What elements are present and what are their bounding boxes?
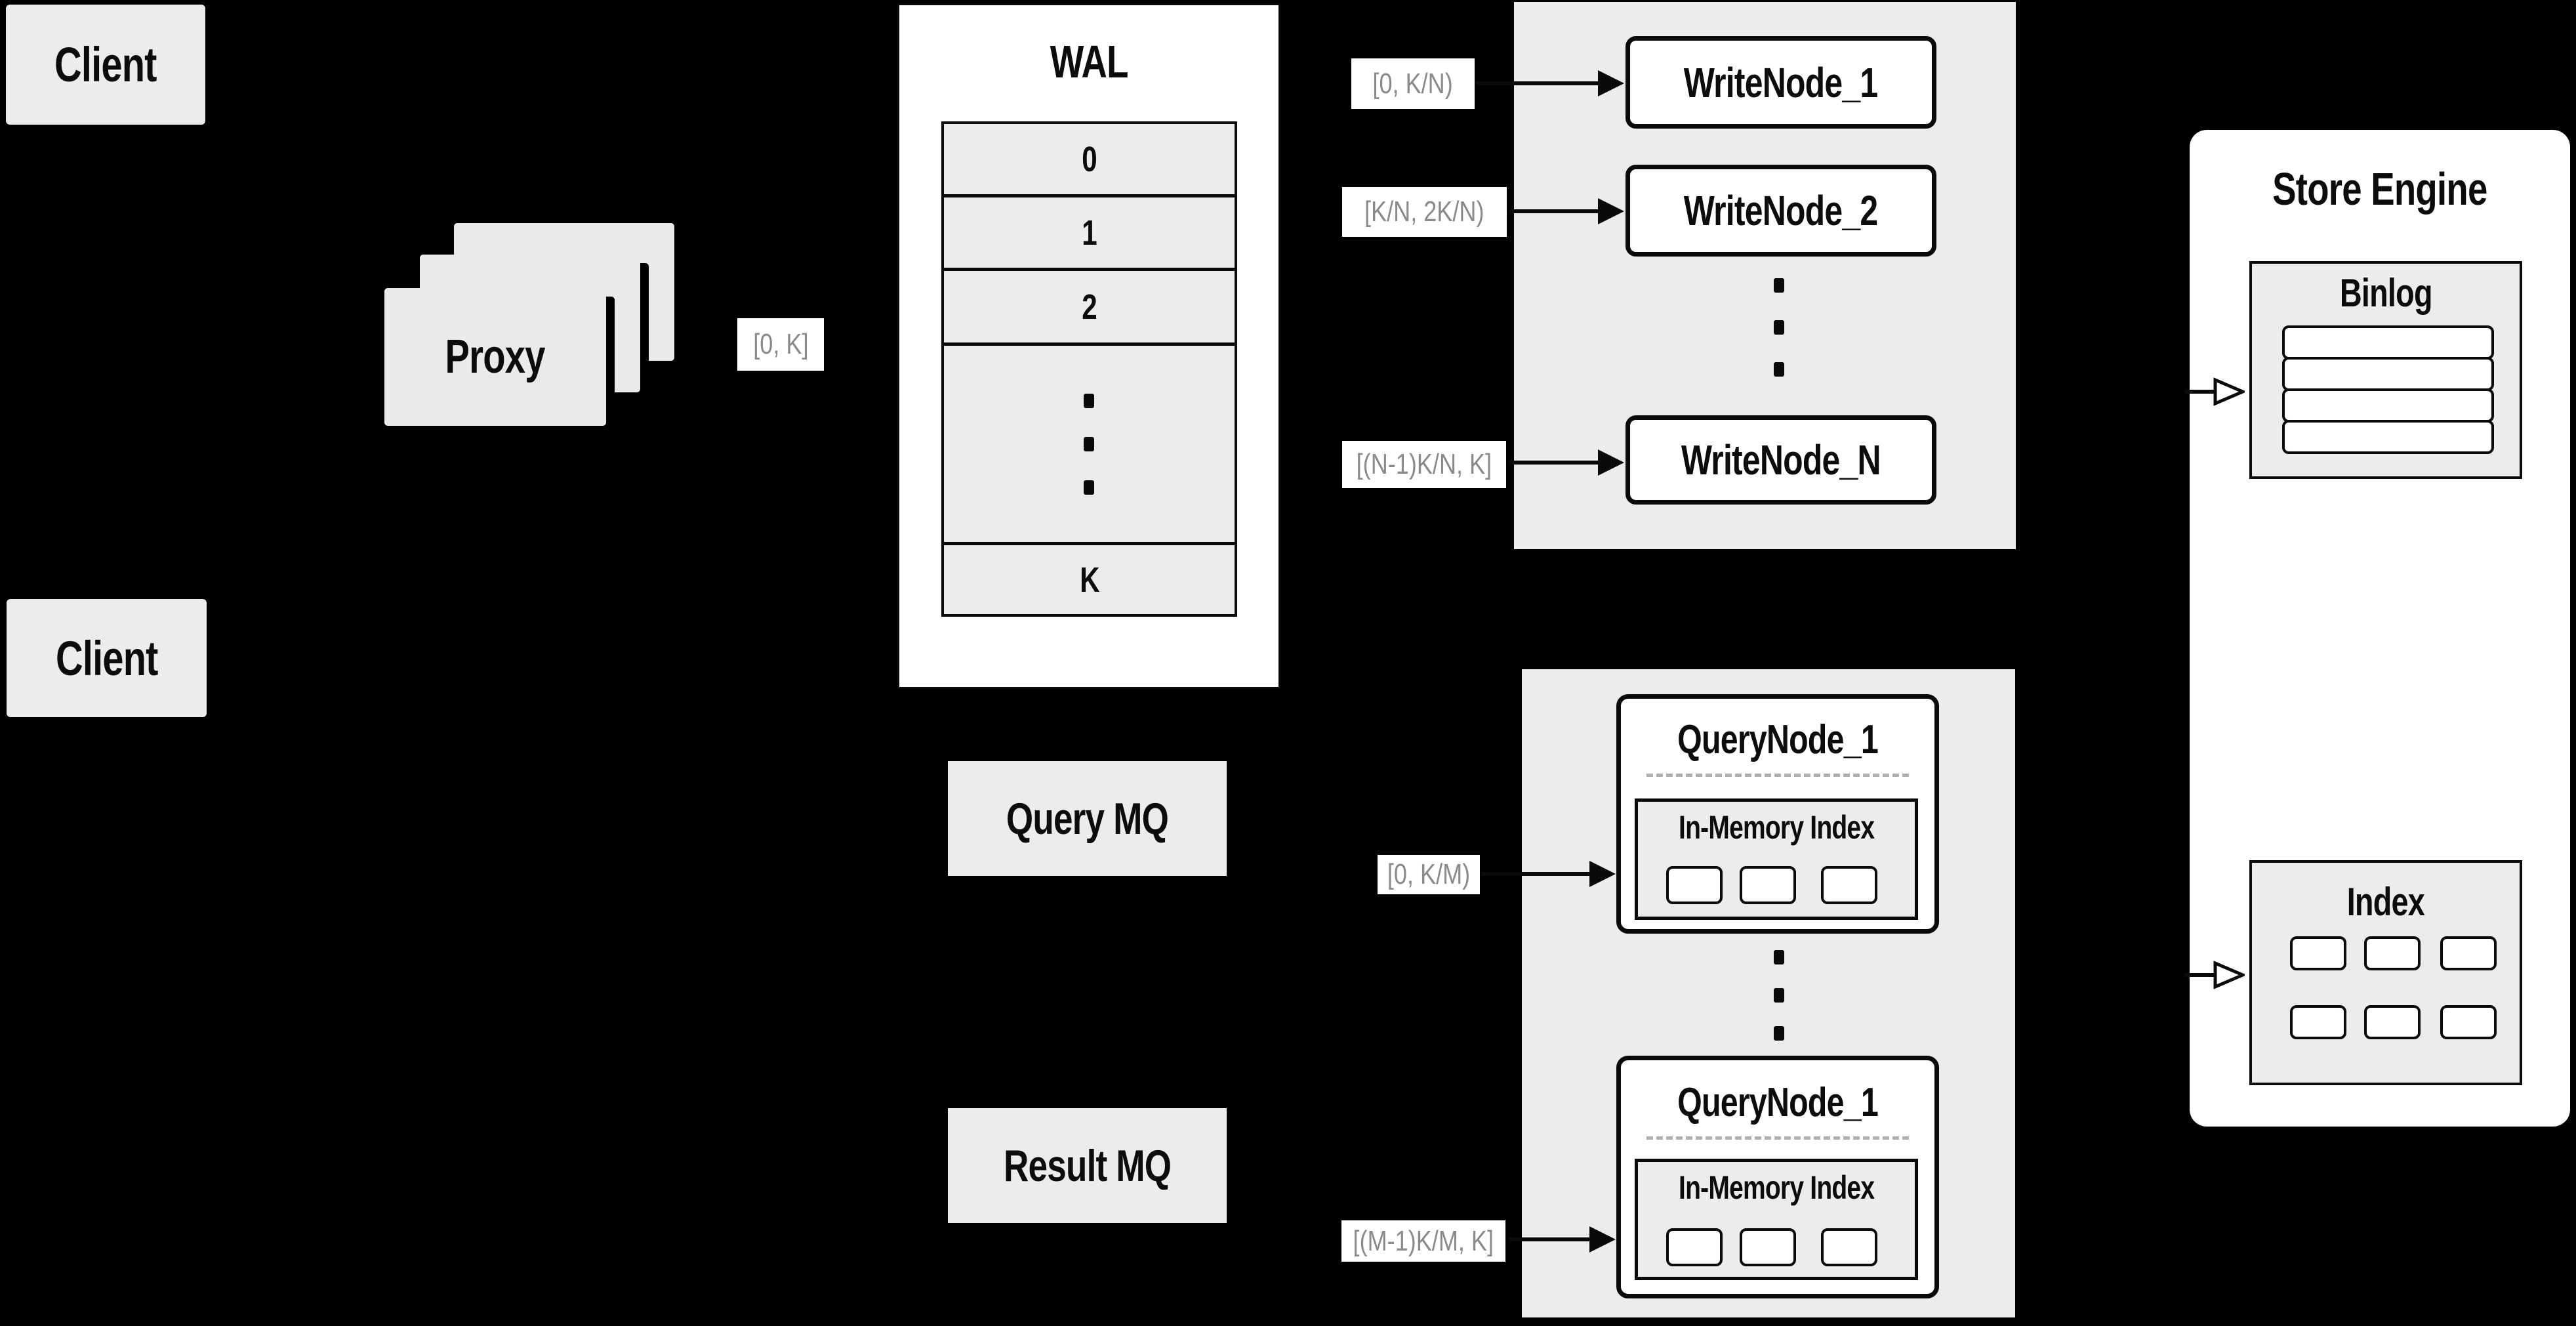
query-node-m-title: QueryNode_1 <box>1677 1080 1879 1125</box>
memory-segment <box>1666 1228 1723 1266</box>
wal-row-2: 2 <box>941 268 1237 345</box>
arrow-line <box>1481 872 1589 876</box>
index-cell <box>2364 936 2421 970</box>
write-node-2: WriteNode_2 <box>1625 165 1936 257</box>
arrow-line <box>1509 1237 1589 1241</box>
query-node-1-title: QueryNode_1 <box>1677 717 1879 762</box>
ellipsis-dot <box>1084 437 1094 451</box>
memory-segment <box>1740 1228 1796 1266</box>
memory-segment <box>1821 1228 1877 1266</box>
arrow-line <box>1476 81 1598 85</box>
in-memory-index-title: In-Memory Index <box>1678 1169 1875 1206</box>
arrow-line <box>2184 973 2215 977</box>
wal-row-0: 0 <box>941 121 1237 197</box>
index-title: Index <box>2346 879 2425 924</box>
wal-row-k: K <box>941 543 1237 617</box>
memory-segment <box>1821 866 1877 904</box>
in-memory-index-title: In-Memory Index <box>1678 809 1875 846</box>
write-node-n: WriteNode_N <box>1625 415 1936 505</box>
range-label-query-m: [(M-1)K/M, K] <box>1341 1220 1505 1262</box>
index-box <box>2249 860 2522 1085</box>
ellipsis-dot <box>1084 480 1094 495</box>
arrow-head-icon <box>1598 449 1624 476</box>
store-engine-title: Store Engine <box>2272 163 2487 215</box>
wal-row-1: 1 <box>941 195 1237 270</box>
query-mq-box: Query MQ <box>948 761 1227 876</box>
index-cell <box>2440 936 2497 970</box>
binlog-title: Binlog <box>2339 270 2433 315</box>
wal-title: WAL <box>1050 36 1129 87</box>
proxy-label: Proxy <box>445 331 546 383</box>
arrow-head-icon <box>1589 1226 1616 1253</box>
ellipsis-dot <box>1774 362 1784 377</box>
index-cell <box>2290 936 2346 970</box>
ellipsis-dot <box>1774 950 1784 964</box>
index-cell <box>2440 1005 2497 1039</box>
range-label-0-k: [0, K] <box>737 318 824 371</box>
ellipsis-dot <box>1774 320 1784 335</box>
proxy-stack-front: Proxy <box>384 288 606 426</box>
memory-segment <box>1666 866 1723 904</box>
client-box-top: Client <box>6 5 205 125</box>
range-label-query-1: [0, K/M) <box>1378 855 1480 894</box>
memory-segment <box>1740 866 1796 904</box>
index-cell <box>2364 1005 2421 1039</box>
arrow-line <box>1509 461 1598 465</box>
client-label: Client <box>55 631 158 686</box>
binlog-slot <box>2282 325 2494 360</box>
hollow-arrow-head-icon <box>2213 377 2245 406</box>
binlog-slot <box>2282 388 2494 423</box>
ellipsis-dot <box>1084 394 1094 408</box>
index-cell <box>2290 1005 2346 1039</box>
arrow-head-icon <box>1598 198 1624 224</box>
ellipsis-dot <box>1774 278 1784 293</box>
write-node-1: WriteNode_1 <box>1625 36 1936 129</box>
range-label-write-n: [(N-1)K/N, K] <box>1342 441 1506 488</box>
range-label-write-2: [K/N, 2K/N) <box>1342 187 1507 237</box>
arrow-head-icon <box>1598 70 1624 96</box>
arrow-line <box>1509 209 1598 213</box>
result-mq-box: Result MQ <box>948 1108 1227 1223</box>
ellipsis-dot <box>1774 988 1784 1003</box>
query-node-divider <box>1646 1136 1909 1140</box>
range-label-write-1: [0, K/N) <box>1351 58 1475 109</box>
binlog-slot <box>2282 357 2494 391</box>
arrow-head-icon <box>1589 861 1616 887</box>
binlog-slot <box>2282 420 2494 454</box>
hollow-arrow-head-icon <box>2213 961 2245 989</box>
client-box-bottom: Client <box>7 599 207 717</box>
client-label: Client <box>54 37 157 92</box>
arrow-line <box>2184 390 2215 394</box>
query-node-divider <box>1646 774 1909 777</box>
ellipsis-dot <box>1774 1026 1784 1041</box>
